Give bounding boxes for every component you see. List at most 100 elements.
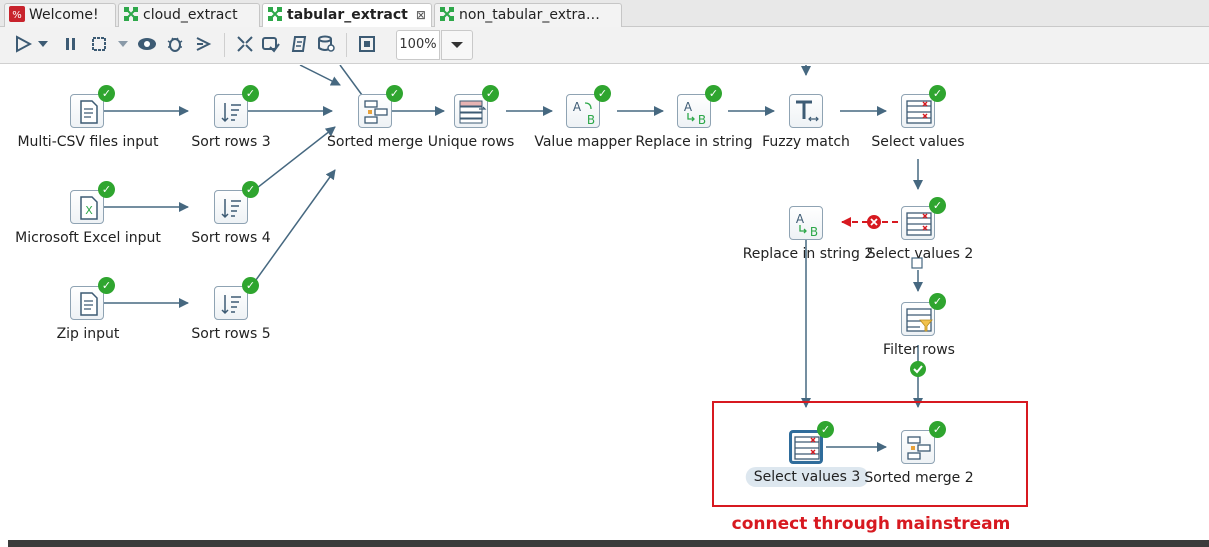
verify-icon[interactable] [234,33,256,55]
step-unique-rows[interactable] [454,94,488,128]
hops-layer [104,65,926,452]
hop-ok-icon [910,361,926,377]
success-check-icon: ✓ [929,85,946,102]
step-select-values-3[interactable] [789,430,823,464]
stop-dropdown-icon[interactable] [116,33,130,55]
step-label: Value mapper [534,134,632,150]
success-check-icon: ✓ [98,277,115,294]
step-sort-rows-3[interactable] [214,94,248,128]
tab-tabular-extract[interactable]: tabular_extract ⊠ [262,3,432,28]
explore-db-icon[interactable] [316,33,338,55]
step-select-values-2[interactable] [901,206,935,240]
step-sorted-merge-2[interactable] [901,430,935,464]
step-sorted-merge[interactable] [358,94,392,128]
tab-non-tabular-extract[interactable]: non_tabular_extra… [434,3,622,27]
highlight-box [712,401,1028,507]
hop [339,65,363,96]
close-icon[interactable]: ⊠ [415,8,426,22]
step-sort-rows-5[interactable] [214,286,248,320]
tab-label: cloud_extract [143,7,238,23]
step-zip-input[interactable] [70,286,104,320]
step-label: Unique rows [427,134,515,150]
success-check-icon: ✓ [386,85,403,102]
toolbar-separator [224,33,225,57]
tab-bar: % Welcome! cloud_extract tabular_extract… [0,0,1209,28]
replace-string-icon: AB [796,212,818,239]
tab-label: tabular_extract [287,7,408,23]
step-label: Sorted merge [327,134,423,150]
toolbar: 100% [0,27,1209,64]
step-multi-csv-files-input[interactable] [70,94,104,128]
step-fuzzy-match[interactable] [789,94,823,128]
success-check-icon: ✓ [98,85,115,102]
svg-text:B: B [810,225,818,239]
preview-icon[interactable] [136,33,158,55]
step-label: Select values 3 [745,467,869,487]
replay-icon[interactable] [192,33,214,55]
tab-welcome[interactable]: % Welcome! [4,3,116,27]
stop-icon[interactable] [88,33,110,55]
transformation-icon [267,6,283,28]
run-icon[interactable] [12,33,34,55]
svg-text:A: A [684,100,693,114]
run-dropdown-icon[interactable] [36,33,50,55]
debug-icon[interactable] [164,33,186,55]
svg-text:X: X [85,204,93,217]
pause-icon[interactable] [60,33,82,55]
fuzzy-match-icon [796,100,819,122]
sql-icon[interactable] [288,33,310,55]
replace-string-icon: AB [684,100,706,127]
svg-text:B: B [587,113,595,127]
step-label: Select values [871,134,965,150]
impact-icon[interactable] [260,33,282,55]
copy-rows-icon [911,257,923,269]
svg-text:A: A [573,100,582,114]
welcome-icon: % [9,6,25,27]
step-label: Sort rows 3 [191,134,271,150]
step-sort-rows-4[interactable] [214,190,248,224]
success-check-icon: ✓ [242,85,259,102]
step-label: Multi-CSV files input [17,134,159,150]
hop [247,169,336,292]
success-check-icon: ✓ [594,85,611,102]
step-filter-rows[interactable] [901,302,935,336]
chevron-down-icon [451,42,463,48]
excel-file-icon: X [80,196,98,220]
merge-icon [907,436,931,460]
tab-label: Welcome! [29,7,99,23]
transformation-icon [123,6,139,27]
zoom-dropdown-button[interactable] [441,30,473,60]
tab-cloud-extract[interactable]: cloud_extract [118,3,260,27]
success-check-icon: ✓ [242,277,259,294]
toolbar-separator [346,33,347,57]
show-results-icon[interactable] [356,33,378,55]
step-label: Sort rows 4 [191,230,271,246]
svg-text:%: % [12,10,22,21]
step-label: Zip input [56,326,120,342]
success-check-icon: ✓ [242,181,259,198]
success-check-icon: ✓ [929,421,946,438]
horizontal-scrollbar[interactable] [8,540,1209,547]
value-mapper-icon: AB [573,100,595,127]
step-select-values[interactable] [901,94,935,128]
step-label: Microsoft Excel input [15,230,161,246]
step-label: Replace in string [635,134,753,150]
step-label: Sorted merge 2 [864,470,974,486]
transformation-canvas[interactable]: ✓ Multi-CSV files input X ✓ Microsoft Ex… [0,65,1209,540]
select-values-icon [906,212,932,236]
select-values-icon [906,100,932,124]
hop [247,126,336,196]
filter-rows-icon [906,308,933,332]
step-label: Filter rows [883,342,955,358]
sort-icon [221,199,241,219]
svg-text:A: A [796,212,805,226]
success-check-icon: ✓ [98,181,115,198]
step-microsoft-excel-input[interactable]: X [70,190,104,224]
merge-icon [364,100,388,124]
step-label: Replace in string 2 [742,246,874,262]
tab-label: non_tabular_extra… [459,7,600,23]
zoom-field[interactable]: 100% [396,30,440,60]
